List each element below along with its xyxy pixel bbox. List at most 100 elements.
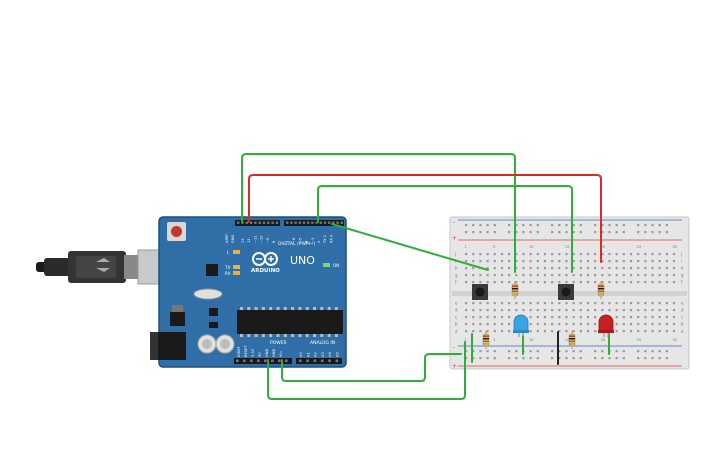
label-on: ON <box>333 263 339 268</box>
header-hole[interactable] <box>319 221 322 224</box>
header-hole[interactable] <box>285 359 288 363</box>
digital-pin-label: ~5 <box>298 238 302 243</box>
header-hole[interactable] <box>254 221 257 224</box>
header-hole[interactable] <box>307 221 310 224</box>
breadboard-col-label: 10 <box>529 338 534 342</box>
header-hole[interactable] <box>237 221 240 224</box>
pushbutton-2[interactable] <box>558 284 574 300</box>
header-hole[interactable] <box>236 359 239 363</box>
header-hole[interactable] <box>258 221 261 224</box>
breadboard-row-label: c <box>681 315 683 320</box>
digital-pin-label: ~10 <box>260 235 264 243</box>
header-hole[interactable] <box>249 221 253 224</box>
gnd-pin-label: GND <box>231 235 235 243</box>
resistor-3[interactable] <box>482 331 490 349</box>
header-hole[interactable] <box>340 221 343 224</box>
power-pin-label: 5V <box>258 352 262 357</box>
header-hole[interactable] <box>323 221 327 224</box>
led-red[interactable] <box>598 314 614 337</box>
header-hole[interactable] <box>335 359 339 363</box>
crystal-oscillator <box>193 288 223 300</box>
led-blue[interactable] <box>513 314 529 337</box>
analog-pin-label: A1 <box>306 352 310 357</box>
resistor-4[interactable] <box>568 331 576 349</box>
header-hole[interactable] <box>299 359 302 363</box>
rail-sign-bottom-minus: - <box>453 344 455 351</box>
breadboard-col-label: 1 <box>465 245 467 249</box>
breadboard-row-label: b <box>455 322 458 327</box>
wire-green-pin2-to-breadboard[interactable] <box>331 223 489 271</box>
digital-pin-label: ~11 <box>253 235 257 243</box>
breadboard-row-label: d <box>455 308 458 313</box>
header-hole[interactable] <box>328 359 331 363</box>
led-l <box>233 250 240 254</box>
power-pin-label: GND <box>265 349 269 357</box>
arduino-uno-board[interactable]: L TX RX ON ARDUINO UNO DIGITAL (PWM~) PO… <box>150 216 347 368</box>
digital-header-right[interactable] <box>284 220 344 226</box>
wires[interactable] <box>241 153 610 400</box>
header-hole[interactable] <box>298 221 301 224</box>
label-l: L <box>227 250 230 255</box>
digital-pin-label: 12 <box>247 238 251 243</box>
breadboard-col-label: 15 <box>565 245 570 249</box>
breadboard-row-label: d <box>681 308 684 313</box>
digital-pin-label: 7 <box>286 241 290 243</box>
breadboard-col-label: 25 <box>637 338 642 342</box>
arduino-logo <box>252 252 278 266</box>
power-header[interactable] <box>234 358 292 364</box>
analog-pin-label: A2 <box>314 352 318 357</box>
breadboard-col-label: 20 <box>601 245 606 249</box>
breadboard-row-label: a <box>681 329 684 334</box>
resistor-1[interactable] <box>511 281 519 299</box>
header-hole[interactable] <box>332 221 335 224</box>
digital-pin-label: 13 <box>241 238 245 243</box>
wire-green-pin13-to-button1[interactable] <box>241 153 516 273</box>
analog-header-label: ANALOG IN <box>310 340 335 346</box>
led-tx <box>233 265 240 269</box>
header-hole[interactable] <box>243 359 246 363</box>
analog-header[interactable] <box>296 358 342 364</box>
breadboard-row-label: h <box>455 266 458 271</box>
digital-pin-label: 4 <box>305 240 309 243</box>
rail-sign-top-minus: - <box>453 219 455 226</box>
usb-cable <box>36 249 173 285</box>
power-pin-label: RESET <box>244 345 248 357</box>
header-hole[interactable] <box>271 221 274 224</box>
header-hole[interactable] <box>278 359 281 363</box>
header-hole[interactable] <box>275 221 279 224</box>
header-hole[interactable] <box>306 359 309 363</box>
header-hole[interactable] <box>245 221 248 224</box>
power-pin-label: IOREF <box>237 346 241 357</box>
header-hole[interactable] <box>271 359 274 363</box>
header-hole[interactable] <box>328 221 331 224</box>
pushbutton-1[interactable] <box>472 284 488 300</box>
wire-green-5v-to-rail[interactable] <box>267 341 466 400</box>
header-hole[interactable] <box>315 221 318 224</box>
header-hole[interactable] <box>290 221 293 224</box>
header-hole[interactable] <box>311 221 314 224</box>
header-hole[interactable] <box>250 359 253 363</box>
header-hole[interactable] <box>336 221 339 224</box>
header-hole[interactable] <box>320 359 324 363</box>
breadboard-row-label: b <box>681 322 684 327</box>
analog-pin-label: A3 <box>321 352 325 357</box>
header-hole[interactable] <box>313 359 317 363</box>
resistor-2[interactable] <box>597 281 605 299</box>
digital-pin-label: ~6 <box>292 237 296 243</box>
digital-pin-label: 8 <box>272 240 276 243</box>
header-hole[interactable] <box>294 221 297 224</box>
header-hole[interactable] <box>267 221 270 224</box>
header-hole[interactable] <box>286 221 289 224</box>
header-hole[interactable] <box>264 359 267 363</box>
led-rx <box>233 271 240 275</box>
breadboard-row-label: g <box>681 273 684 278</box>
wire-green-gnd-to-rail[interactable] <box>281 353 462 382</box>
header-hole[interactable] <box>257 359 260 363</box>
breadboard-row-label: f <box>455 280 457 285</box>
digital-header-left[interactable] <box>235 220 280 226</box>
wire-green-pin4-to-button2[interactable] <box>317 185 573 273</box>
rail-sign-bottom-plus: + <box>452 363 457 370</box>
header-hole[interactable] <box>302 221 306 224</box>
header-hole[interactable] <box>262 221 266 224</box>
wire-red-pin12-to-top-rail[interactable] <box>248 174 602 263</box>
